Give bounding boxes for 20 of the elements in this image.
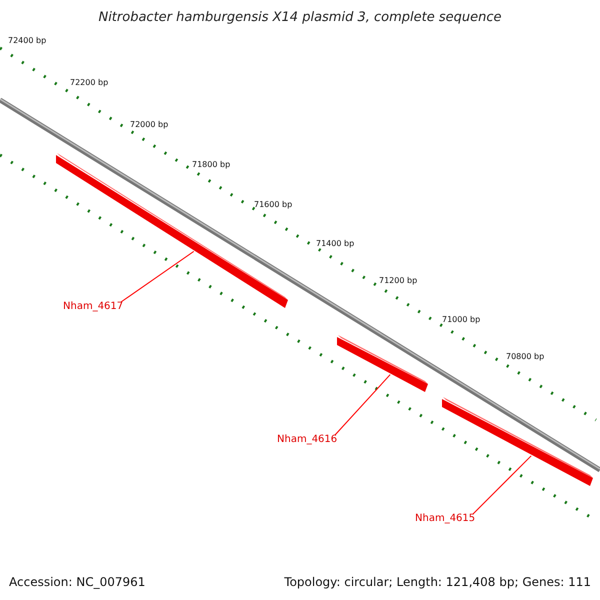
gene-label: Nham_4616 [277, 435, 338, 445]
gene-label: Nham_4615 [415, 514, 476, 524]
gene-label: Nham_4617 [63, 302, 124, 312]
leader-line [334, 374, 391, 436]
scale-label: 71400 bp [316, 240, 354, 248]
scale-label: 71600 bp [254, 201, 292, 209]
summary-text: Topology: circular; Length: 121,408 bp; Genes: 111 [284, 576, 591, 588]
scale-label: 71800 bp [192, 161, 230, 169]
scale-label: 72200 bp [70, 79, 108, 87]
title: Nitrobacter hamburgensis X14 plasmid 3, complete sequence [97, 11, 503, 24]
scale-label: 72400 bp [8, 37, 46, 45]
accession-text: Accession: NC_007961 [9, 576, 146, 588]
scale-label: 70800 bp [506, 353, 544, 361]
gene-bar [337, 335, 428, 392]
scale-label: 71200 bp [379, 277, 418, 285]
gene-bar [442, 397, 593, 486]
scale-label: 72000 bp [130, 121, 168, 129]
scale-label: 71000 bp [442, 316, 480, 324]
leader-line [472, 455, 532, 514]
leader-line [120, 250, 194, 302]
